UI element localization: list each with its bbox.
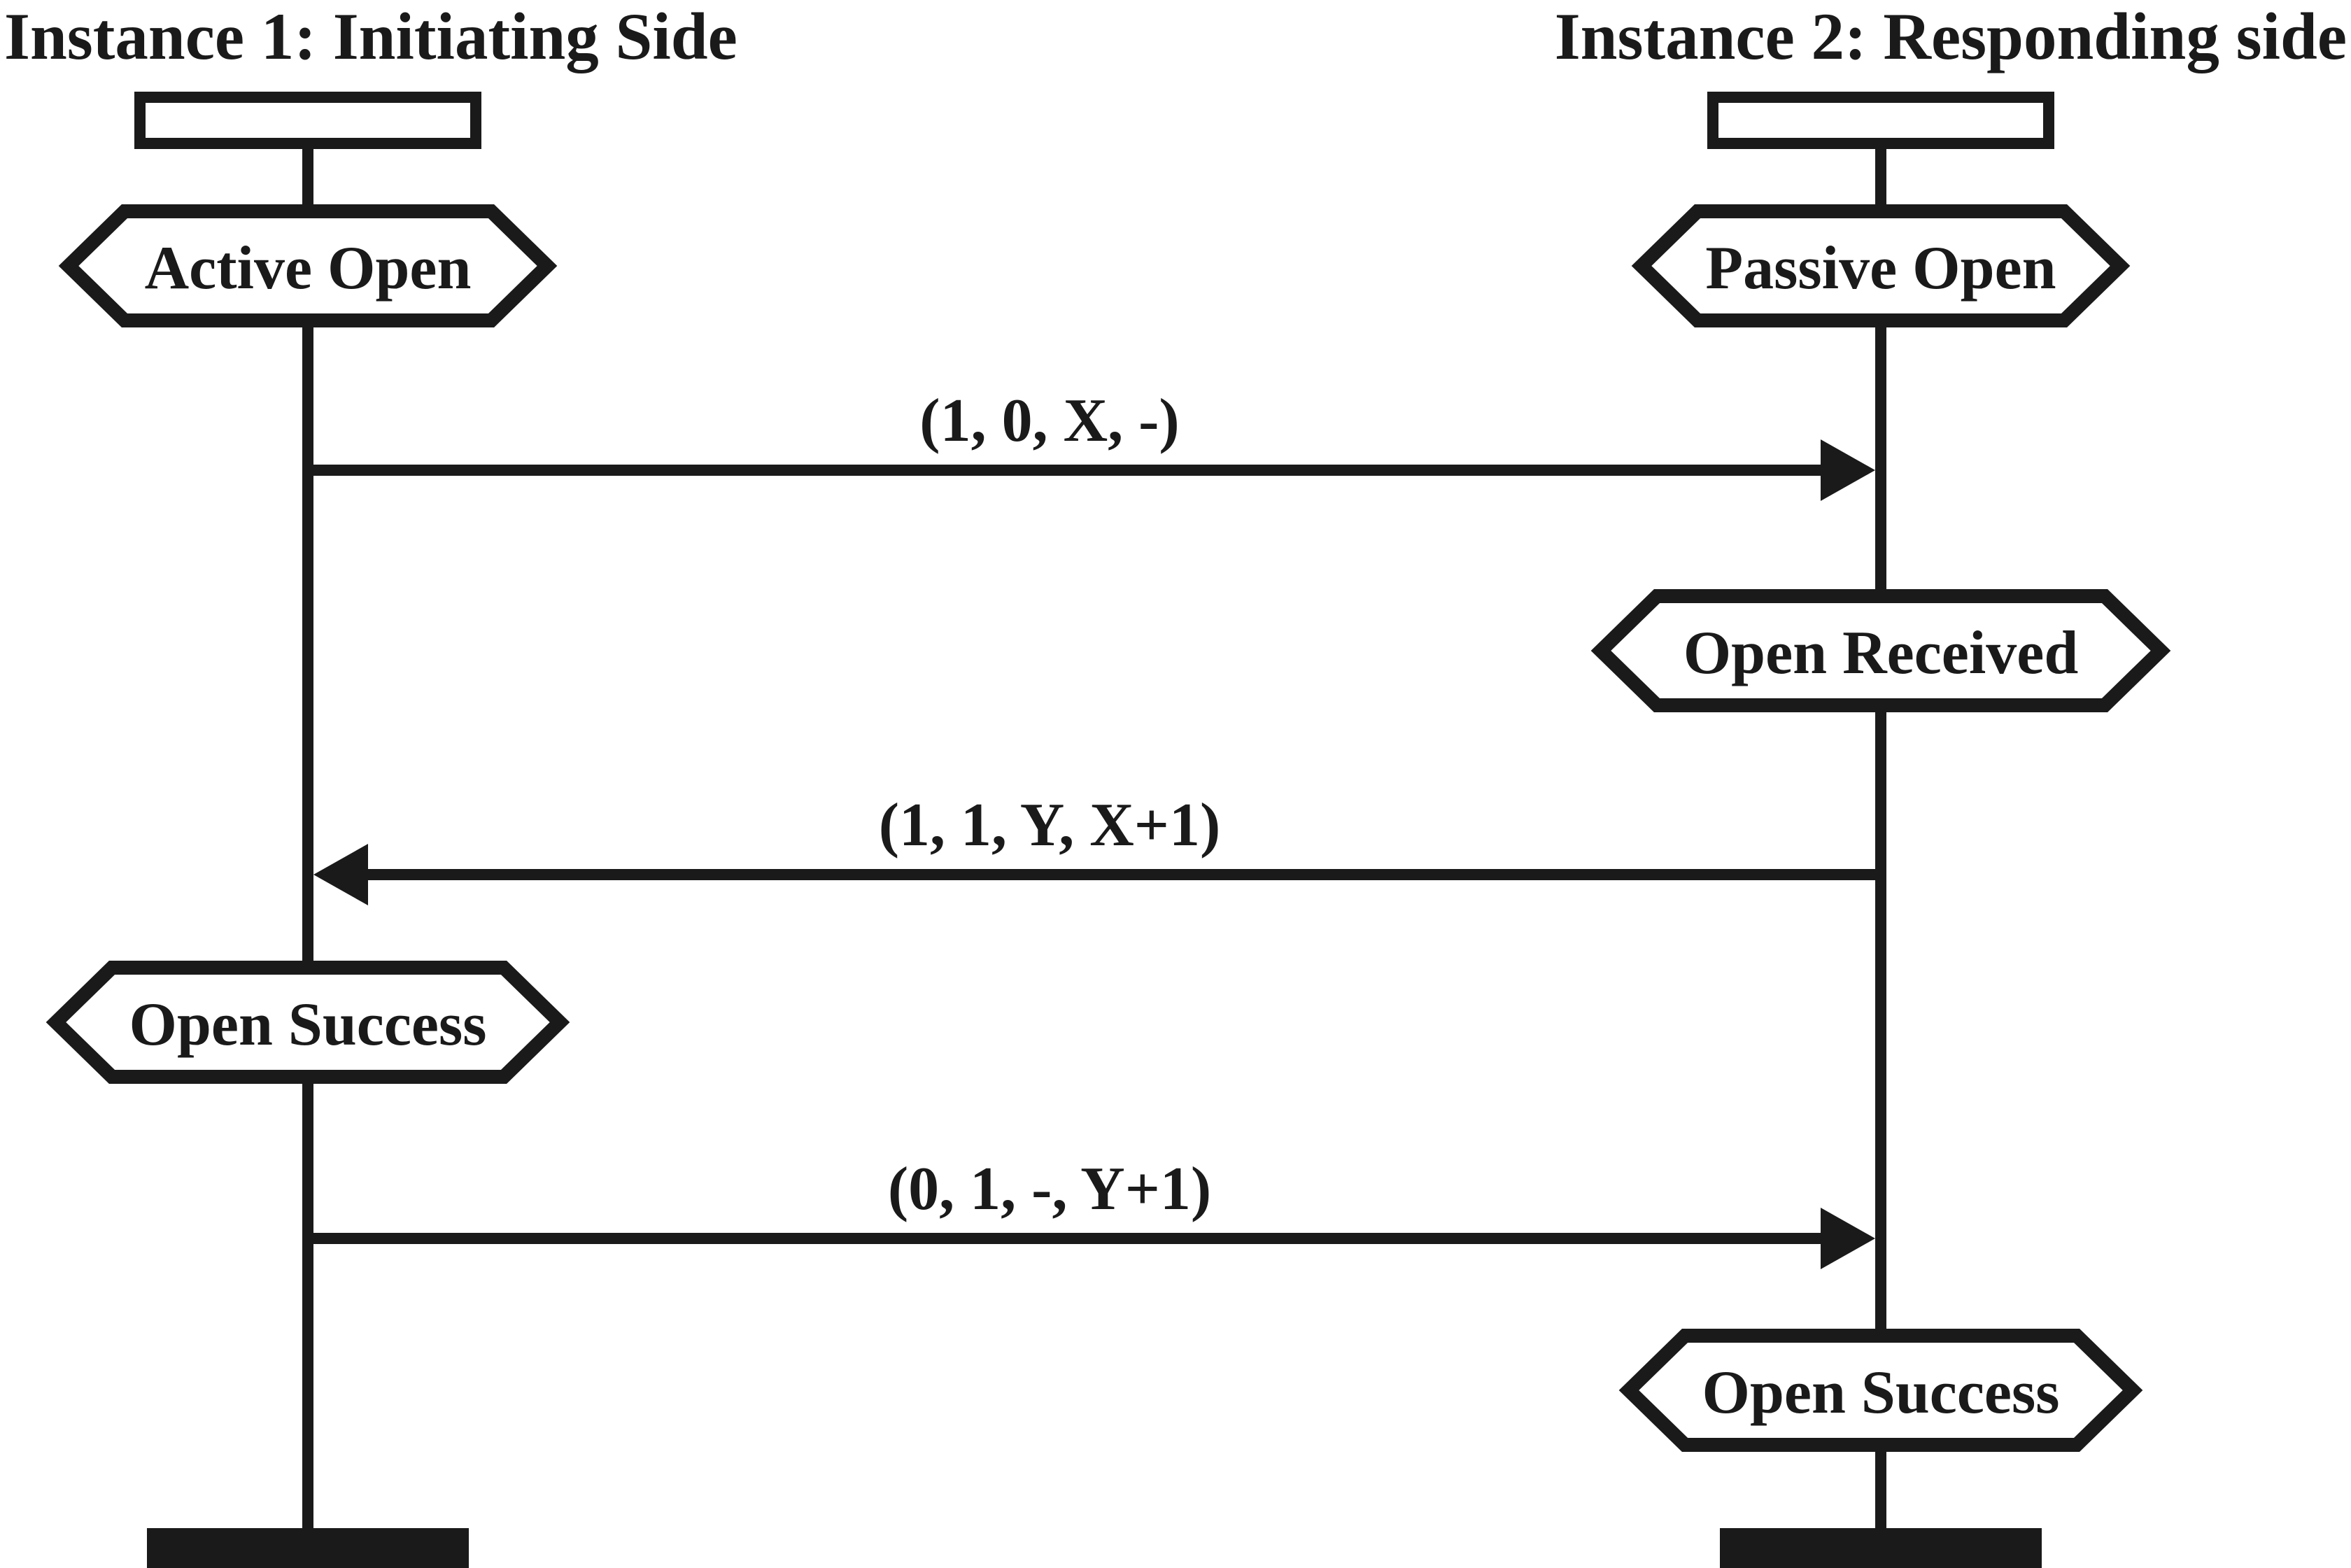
message-1: (1, 0, X, -) [313,387,1875,501]
state-hexagon-open-success-initiator [45,961,570,1084]
lifeline-initiator [134,92,481,1568]
message-2: (1, 1, Y, X+1) [313,791,1875,905]
state-label-open-success-initiator: Open Success [129,991,487,1059]
message-2-label: (1, 1, Y, X+1) [879,791,1221,859]
state-open-success-responder: Open Success [1618,1329,2143,1452]
state-label-passive-open: Passive Open [1705,234,2056,302]
message-1-arrowhead-right [1821,439,1875,501]
message-3: (0, 1, -, Y+1) [313,1155,1875,1269]
state-open-received: Open Received [1590,589,2171,712]
state-open-success-initiator: Open Success [45,961,570,1084]
lifeline-responder-end-bar [1720,1528,2042,1568]
message-2-arrowhead-left [313,844,368,905]
state-hexagon-open-received [1590,589,2171,712]
state-hexagon-open-success-responder [1618,1329,2143,1452]
state-hexagon-active-open [58,204,558,327]
state-active-open: Active Open [58,204,558,327]
message-3-arrowhead-right [1821,1208,1875,1269]
state-hexagon-passive-open [1631,204,2131,327]
message-1-label: (1, 0, X, -) [919,387,1179,455]
lifeline-responder-start-terminator [1707,92,2054,149]
title-initiating-side: Instance 1: Initiating Side [4,0,737,73]
lifeline-responder [1707,92,2054,1568]
title-responding-side: Instance 2: Responding side [1555,0,2347,73]
state-passive-open: Passive Open [1631,204,2131,327]
state-label-open-success-responder: Open Success [1702,1359,2060,1427]
message-3-label: (0, 1, -, Y+1) [888,1155,1211,1223]
state-label-open-received: Open Received [1683,619,2079,687]
state-label-active-open: Active Open [145,234,472,302]
lifeline-initiator-start-terminator [134,92,481,149]
lifeline-initiator-end-bar [147,1528,469,1568]
